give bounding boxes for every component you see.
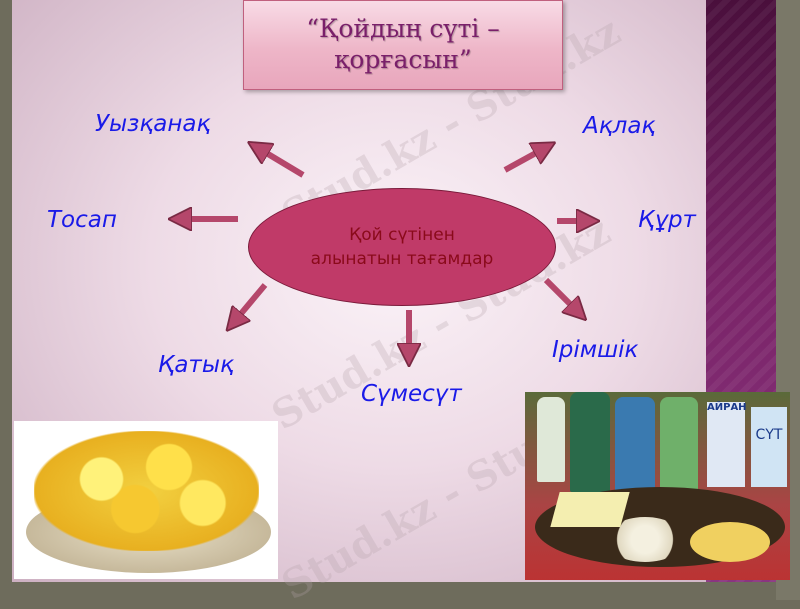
label-irimshik: Ірімшік [552,337,639,363]
title-line: “Қойдың сүті – [306,14,500,43]
label-katyk: Қатық [158,352,234,378]
center-ellipse: Қой сүтінен алынатын тағамдар [248,188,556,306]
dairy-products-photo: АЙРАН СҮТ [525,392,790,580]
arrow-uyzkanak [258,148,305,178]
arrow-katyk [234,283,268,322]
label-tosap: Тосап [47,207,117,233]
label-kurt: Құрт [638,207,696,233]
title-line: қорғасын” [334,45,472,74]
bottle-label: АЙРАН [707,402,747,487]
label-aklak: Ақлақ [583,113,656,139]
center-text: алынатын тағамдар [310,249,494,269]
kurt-bowl-photo [14,421,278,579]
label-sumesut: Сүмесүт [361,381,462,407]
arrow-irimshik [543,277,578,312]
label-uyzkanak: Уызқанақ [95,111,211,137]
center-text: Қой сүтінен [349,225,455,245]
arrow-aklak [503,148,545,173]
slide-title: “Қойдың сүті – қорғасын” [243,0,563,90]
bottle-label: СҮТ [751,407,787,487]
